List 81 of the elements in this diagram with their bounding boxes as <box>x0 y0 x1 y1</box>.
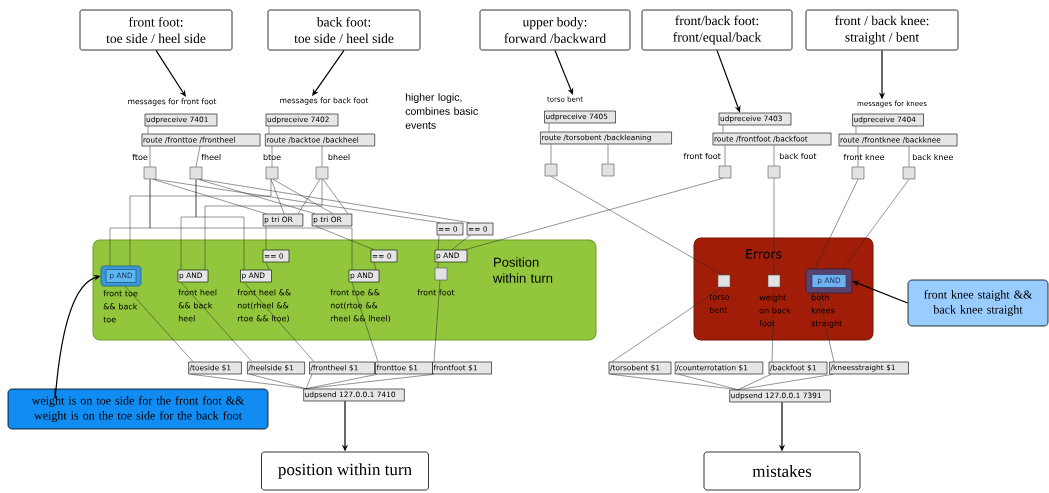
note-box: front foot: toe side / heel side <box>79 9 233 51</box>
patch-cord <box>199 179 471 223</box>
patch-cord <box>297 179 321 214</box>
caption-text: btoe <box>263 153 281 161</box>
patch-cord <box>773 145 775 166</box>
patch-cord <box>129 179 272 267</box>
caption-text: torso bent <box>709 294 730 313</box>
patch-cord <box>724 145 726 166</box>
patch-cord <box>149 179 353 270</box>
patch-cord <box>268 126 270 134</box>
callout-box: front knee staight && back knee straight <box>907 279 1049 327</box>
patch-cord <box>195 146 201 167</box>
patch-cord <box>180 282 253 362</box>
patch-cord <box>842 179 910 270</box>
patch-cord <box>908 146 910 167</box>
caption-text: bheel <box>328 153 350 161</box>
caption-text: both knees straight <box>811 294 843 328</box>
patch-cord <box>272 179 334 214</box>
patch-cord <box>771 287 775 362</box>
output-box: position within turn <box>261 451 429 491</box>
patch-cord <box>550 144 552 164</box>
patch-cord <box>265 226 267 250</box>
note-box: front / back knee: straight / bent <box>805 9 959 51</box>
patch-cord <box>722 125 724 133</box>
patch-cord <box>373 262 377 270</box>
output-box: mistakes <box>703 451 861 491</box>
patch-cord <box>265 262 270 270</box>
caption-text: front knee <box>843 153 885 161</box>
caption-text: front toe && back toe <box>103 290 138 323</box>
patch-cord <box>147 126 149 134</box>
patch-cord <box>321 146 323 167</box>
caption-text: back foot <box>779 152 817 160</box>
patch-cord <box>678 374 739 390</box>
patch-cord <box>270 179 285 214</box>
caption-text: front foot <box>417 289 455 296</box>
patch-cord <box>124 285 194 362</box>
patch-cord <box>855 126 857 134</box>
callout-box: weight is on toe side for the front foot && weight is on the toe side for the back foot <box>7 388 269 430</box>
patch-cord <box>437 235 440 250</box>
patch-cord <box>305 374 435 389</box>
patch-cord <box>464 178 724 250</box>
note-text: higher logic, combines basic events <box>405 93 478 129</box>
patch-cord <box>857 146 859 167</box>
patch-cord <box>437 262 439 268</box>
patch-cord <box>249 374 307 389</box>
caption-text: front foot <box>683 152 721 160</box>
patch-cord <box>548 123 550 132</box>
caption-text: front toe && not(rtoe && rheel && lheel) <box>330 289 391 323</box>
caption-text: weight on back foot <box>759 294 791 327</box>
patch-cord <box>433 280 441 362</box>
patch-cord <box>195 179 245 270</box>
patch-cord <box>305 374 313 389</box>
patch-cord <box>152 179 267 214</box>
note-box: front/back foot: front/equal/back <box>641 9 793 51</box>
caption-text: front heel && back heel <box>178 289 217 322</box>
patch-cord <box>607 144 609 164</box>
patch-cord <box>271 146 273 167</box>
caption-text: front heel && not(rheel && rtoe && ltoe) <box>237 289 291 323</box>
patch-cord <box>322 179 349 214</box>
note-box: back foot: toe side / heel side <box>267 9 421 51</box>
patch-cord <box>737 374 834 390</box>
patch-cord <box>817 292 835 362</box>
patch-cord <box>737 374 772 390</box>
toggle-box <box>544 163 558 177</box>
patch-cord <box>814 179 859 270</box>
patch-cord <box>197 179 316 214</box>
caption-text: ftoe <box>132 153 148 161</box>
patch-cord <box>149 146 151 167</box>
patch-cord <box>204 179 323 270</box>
patch-cord <box>773 178 775 275</box>
patch-cord <box>611 287 723 362</box>
note-box: upper body: forward /backward <box>479 9 631 51</box>
patch-cord <box>243 282 315 362</box>
patch-cord <box>550 176 723 275</box>
caption-text: back knee <box>912 153 953 161</box>
patch-cord <box>315 226 375 250</box>
toggle-box <box>601 163 615 177</box>
patch-cord <box>451 235 471 250</box>
patch-cord <box>154 179 441 223</box>
caption-text: fheel <box>201 153 221 161</box>
patch-cord <box>351 282 379 362</box>
